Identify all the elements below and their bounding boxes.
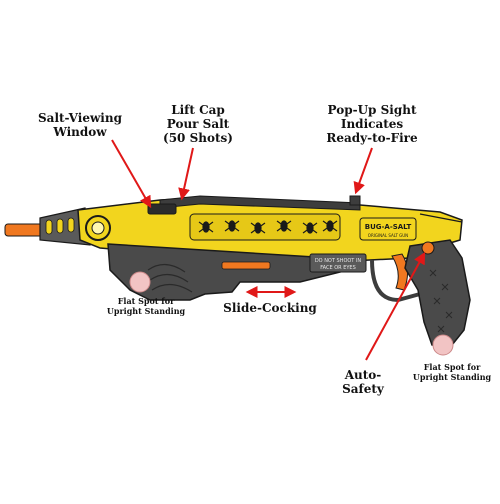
pump-grip-ridges [147,263,193,293]
brand-plate [359,217,417,241]
grip-texture [429,269,453,333]
callout-arrows [111,139,426,361]
label-popup-sight: Pop-Up Sight Indicates Ready-to-Fire [326,103,418,145]
brand-subtitle: ORIGINAL SALT GUN [368,233,408,238]
label-flat-spot-front: Flat Spot for Upright Standing [106,296,186,316]
barrel-front [39,207,91,246]
auto-safety-button [421,241,435,255]
flat-spot-rear [432,334,454,356]
lift-cap [147,203,177,215]
label-slide-cocking: Slide-Cocking [223,301,317,315]
arrow-salt-window [111,139,152,209]
popup-sight [349,195,361,206]
pistol-grip [404,239,471,346]
slide-accent-orange [221,261,271,270]
warning-plate [309,253,367,273]
muzzle-tip [4,223,44,237]
trigger [391,253,408,291]
bug-icons [198,220,338,234]
bug-panel [189,213,341,241]
arrow-lift-cap [178,147,194,201]
barrel-vents [45,217,75,235]
label-lift-cap: Lift Cap Pour Salt (50 Shots) [163,103,233,145]
flat-spot-front [129,271,151,293]
label-flat-spot-rear: Flat Spot for Upright Standing [412,362,492,382]
label-salt-viewing-window: Salt-Viewing Window [38,111,122,139]
brand-logo: BUG-A-SALT [365,223,412,231]
warning-line-1: DO NOT SHOOT IN [315,258,362,264]
arrow-popup-sight [353,147,373,195]
label-auto-safety: Auto- Safety [342,368,384,396]
warning-line-2: FACE OR EYES [320,265,356,271]
arrow-auto-safety [365,251,426,361]
